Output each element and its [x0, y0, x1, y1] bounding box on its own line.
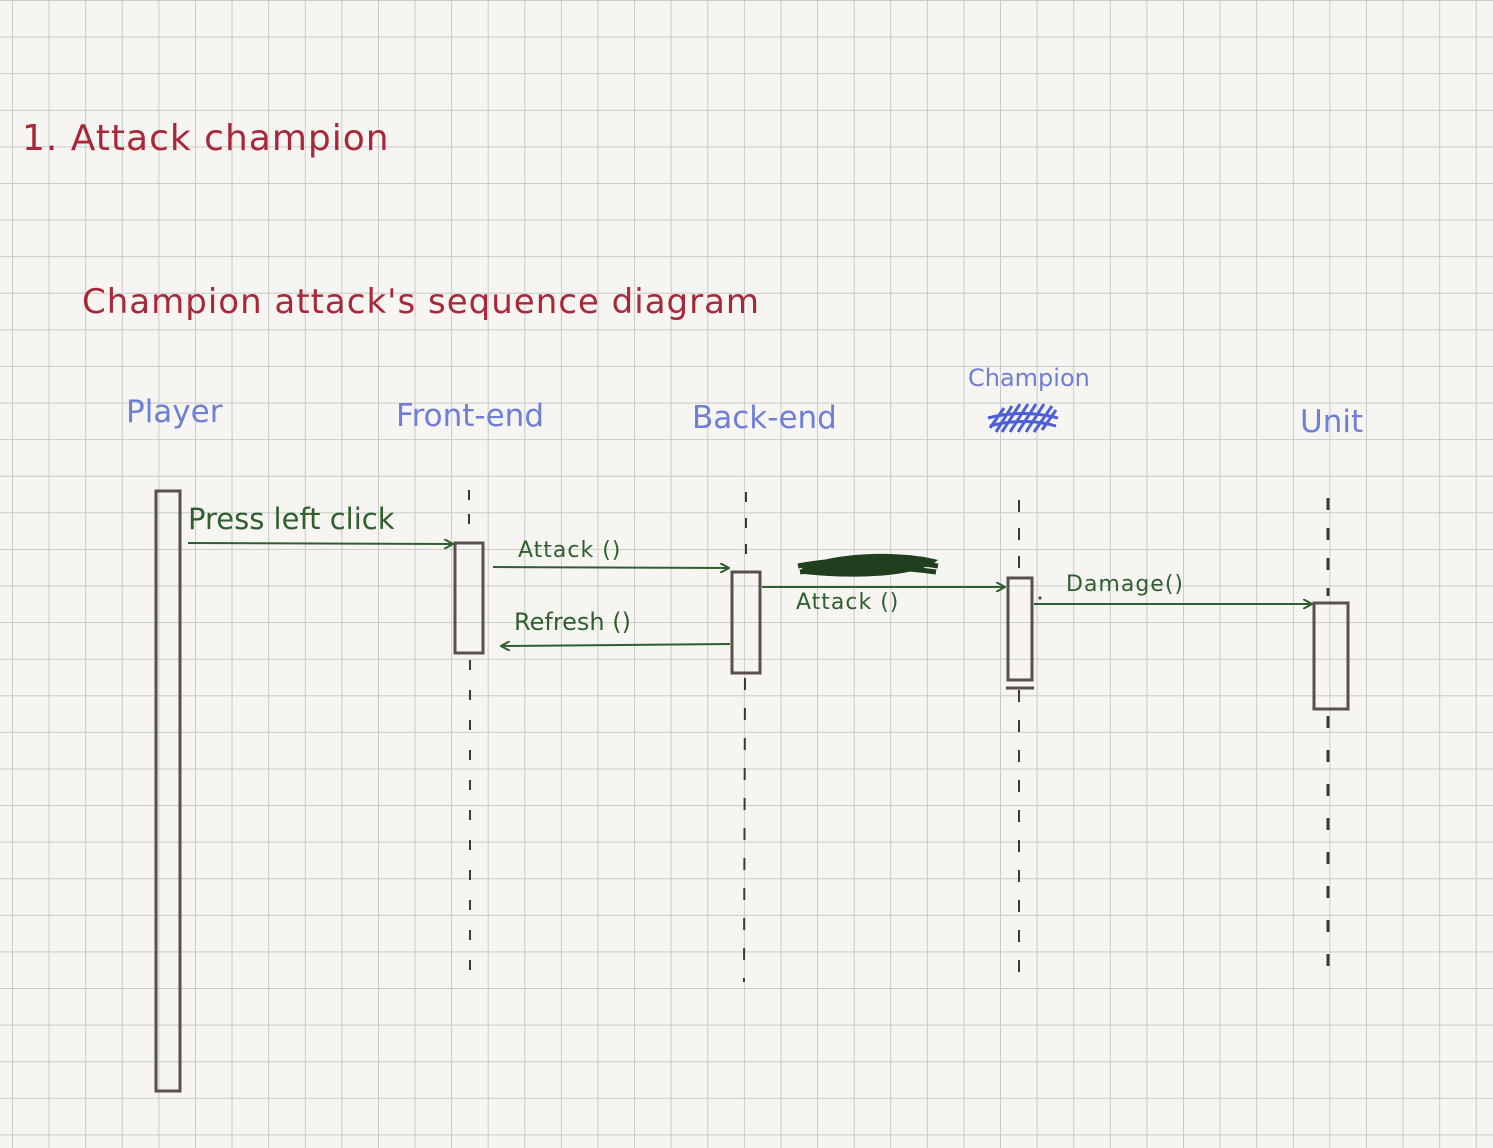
message-label-attack-backend-champion: Attack () [796, 590, 900, 615]
crossed-out-scribble-blue [987, 403, 1059, 433]
lifeline-label-back-end: Back-end [692, 400, 837, 436]
activation-bar-unit [1312, 601, 1350, 711]
lifeline-front-end [468, 490, 471, 970]
activation-bar-champion [1006, 576, 1034, 682]
activation-bar-front-end [453, 541, 485, 655]
activation-bar-back-end [730, 570, 762, 675]
message-label-refresh: Refresh () [514, 608, 631, 636]
lifeline-label-champion: Champion [968, 364, 1090, 392]
diagram-title: Champion attack's sequence diagram [82, 282, 761, 322]
activation-bar-player [154, 489, 182, 1093]
message-label-press-left-click: Press left click [188, 502, 395, 536]
message-arrow-refresh [501, 644, 731, 646]
page-title: 1. Attack champion [22, 118, 390, 159]
message-label-attack-frontend-backend: Attack () [518, 538, 622, 563]
lifeline-label-unit: Unit [1300, 404, 1364, 440]
message-arrow-attack-frontend-backend [492, 567, 729, 568]
message-arrow-press-left-click [187, 543, 453, 544]
lifeline-label-player: Player [126, 394, 223, 430]
crossed-out-scribble-green [797, 553, 939, 577]
message-label-damage: Damage() [1066, 572, 1184, 597]
lifeline-label-front-end: Front-end [396, 398, 544, 434]
lifeline-back-end [743, 492, 747, 983]
